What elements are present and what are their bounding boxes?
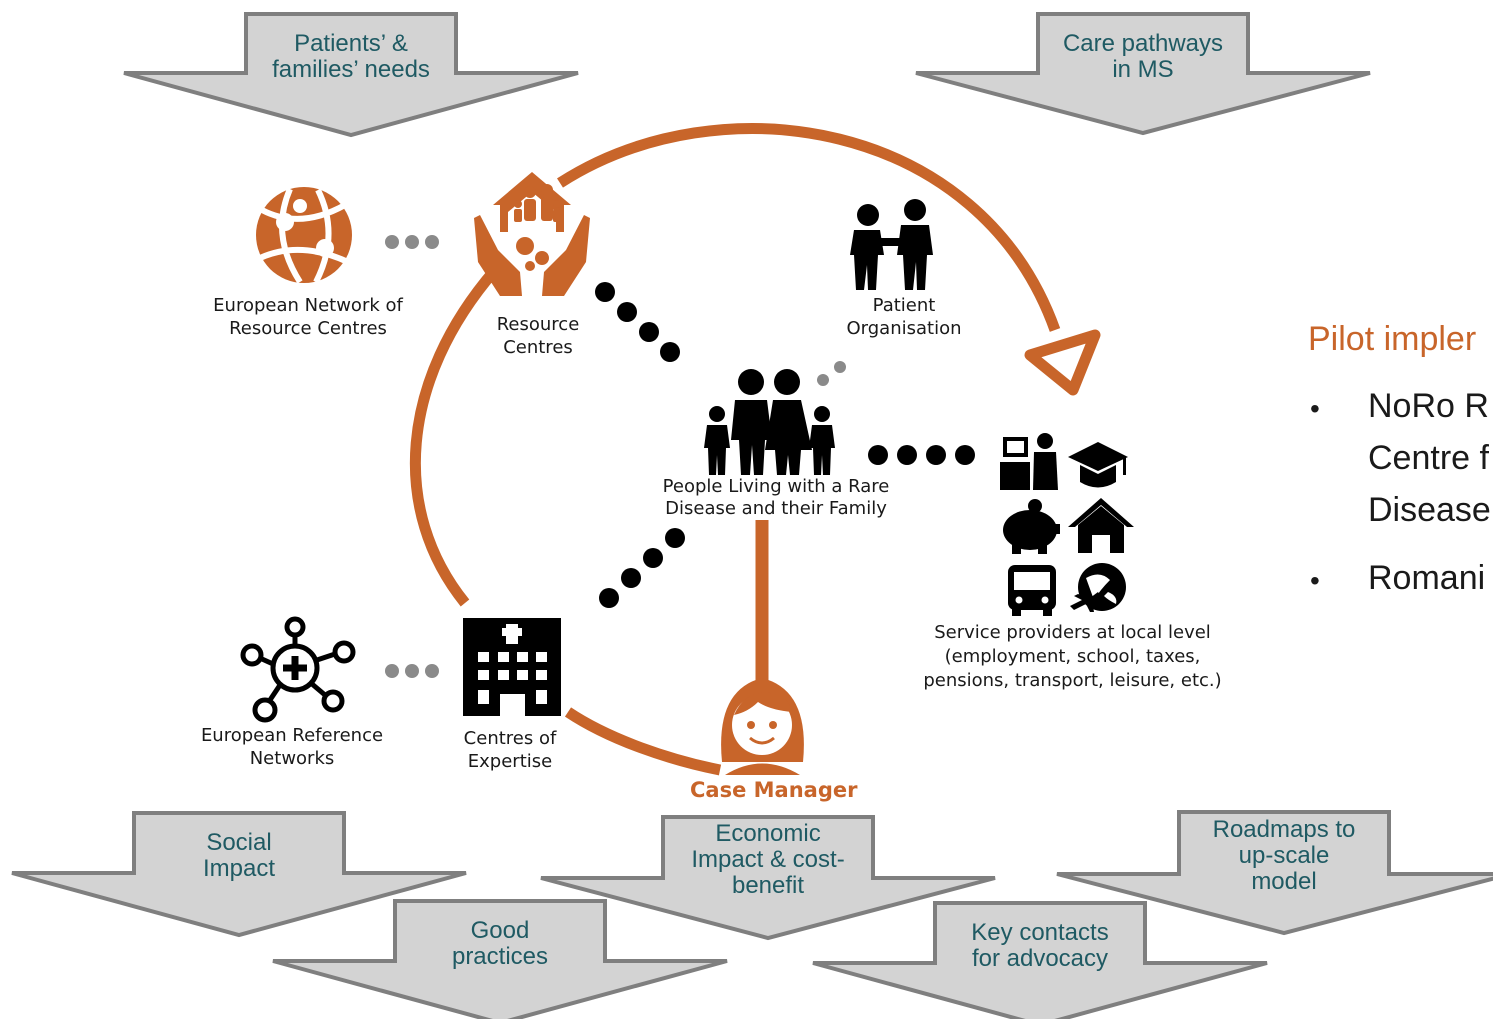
globe-plane-icon [1070,563,1126,612]
european-network-label: European Network of Resource Centres [188,294,428,340]
arrow-label-line: Roadmaps to [1212,816,1356,843]
arrow-label-line: Social [206,829,272,856]
office-worker-icon [1000,433,1058,490]
side-item-line: NoRo R [1368,387,1489,425]
bottom-arrow-social-impact [11,811,467,938]
label-line: Expertise [467,751,553,772]
arrow-label-line: practices [451,943,549,970]
side-panel-item: Romani [1368,552,1485,604]
bottom-arrow-roadmaps-label: Roadmaps to up-scale model [1179,817,1389,895]
service-providers-label: Service providers at local level (employ… [900,621,1245,693]
network-medical-icon [240,616,356,723]
label-line: pensions, transport, leisure, etc.) [923,670,1222,691]
side-panel-item: NoRo R Centre f Disease [1368,380,1491,536]
arrow-label-line: up-scale [1238,842,1330,869]
side-panel-title: Pilot impler [1308,320,1477,358]
patient-organisation-label: Patient Organisation [824,294,984,340]
house-icon [1068,498,1134,553]
label-line: Networks [249,748,335,769]
arrow-label-line: for advocacy [971,945,1109,972]
label-line: Organisation [846,318,962,339]
top-arrow-care-pathways-label: Care pathways in MS [1038,31,1248,83]
centres-expertise-label: Centres of Expertise [440,727,580,773]
label-line: Service providers at local level [934,622,1211,643]
top-arrow-patients-needs-label: Patients’ & families’ needs [246,31,456,83]
dots-family-to-services [868,445,975,465]
case-manager-face-icon [721,678,804,775]
label-line: Centres [503,337,573,358]
side-item-line: Centre f [1368,439,1489,477]
dots-resource-to-family [595,282,680,362]
label-line: European Network of [213,295,403,316]
label-line: European Reference [200,725,384,746]
top-arrow-care-pathways [915,12,1371,136]
arrow-label-line: in MS [1112,56,1174,83]
globe-icon [256,187,352,284]
graduation-cap-icon [1068,442,1128,488]
label-line: Disease and their Family [665,498,887,519]
people-family-label: People Living with a Rare Disease and th… [626,476,926,520]
arrow-label-line: benefit [731,872,805,899]
bottom-arrow-key-contacts-label: Key contacts for advocacy [935,920,1145,972]
hands-house-family-icon [474,172,590,296]
bottom-arrow-key-contacts [812,901,1268,1019]
family-icon [704,369,835,475]
piggy-bank-icon [1003,499,1060,554]
bus-icon [1008,565,1056,616]
bottom-arrow-good-practices [272,899,728,1019]
top-arrow-patients-needs [123,12,579,138]
dots-network-to-resource [385,235,439,249]
label-line: Resource [496,314,580,335]
arrow-label-line: Patients’ & [294,30,408,57]
arrow-label-line: Impact & cost- [691,846,845,873]
arrow-label-line: Impact [202,855,276,882]
bullet-icon: • [1310,393,1320,424]
side-item-line: Disease [1368,491,1491,529]
arrow-label-line: Care pathways [1062,30,1224,57]
dots-family-to-patient-org [817,361,846,386]
label-line: Patient [872,295,936,316]
arrow-label-line: Good [470,917,530,944]
label-line: People Living with a Rare [662,476,890,497]
european-reference-label: European Reference Networks [177,724,407,770]
arrow-label-line: model [1251,868,1317,895]
label-line: Centres of [463,728,557,749]
label-line: (employment, school, taxes, [944,646,1201,667]
bottom-arrow-economic-impact [540,815,996,941]
case-manager-label: Case Manager [690,778,858,802]
resource-centres-label: Resource Centres [468,313,608,359]
cycle-arrowhead [1024,329,1101,396]
arrow-label-line: Key contacts [971,919,1109,946]
bottom-arrow-social-impact-label: Social Impact [134,830,344,882]
cycle-arc-left [409,266,500,607]
cycle-arc-top [557,123,1061,332]
arrow-label-line: families’ needs [272,56,430,83]
cycle-arc-bottom [564,707,722,776]
bullet-icon: • [1310,565,1320,596]
arrow-label-line: Economic [715,820,821,847]
bottom-arrow-roadmaps [1056,810,1493,936]
label-line: Resource Centres [229,318,387,339]
bottom-arrow-good-practices-label: Good practices [395,918,605,970]
dots-ern-to-expertise [385,664,439,678]
handshake-people-icon [850,199,933,290]
bottom-arrow-economic-impact-label: Economic Impact & cost- benefit [663,821,873,899]
hospital-icon [463,618,561,716]
side-item-line: Romani [1368,559,1486,597]
dots-expertise-to-family [599,528,685,608]
